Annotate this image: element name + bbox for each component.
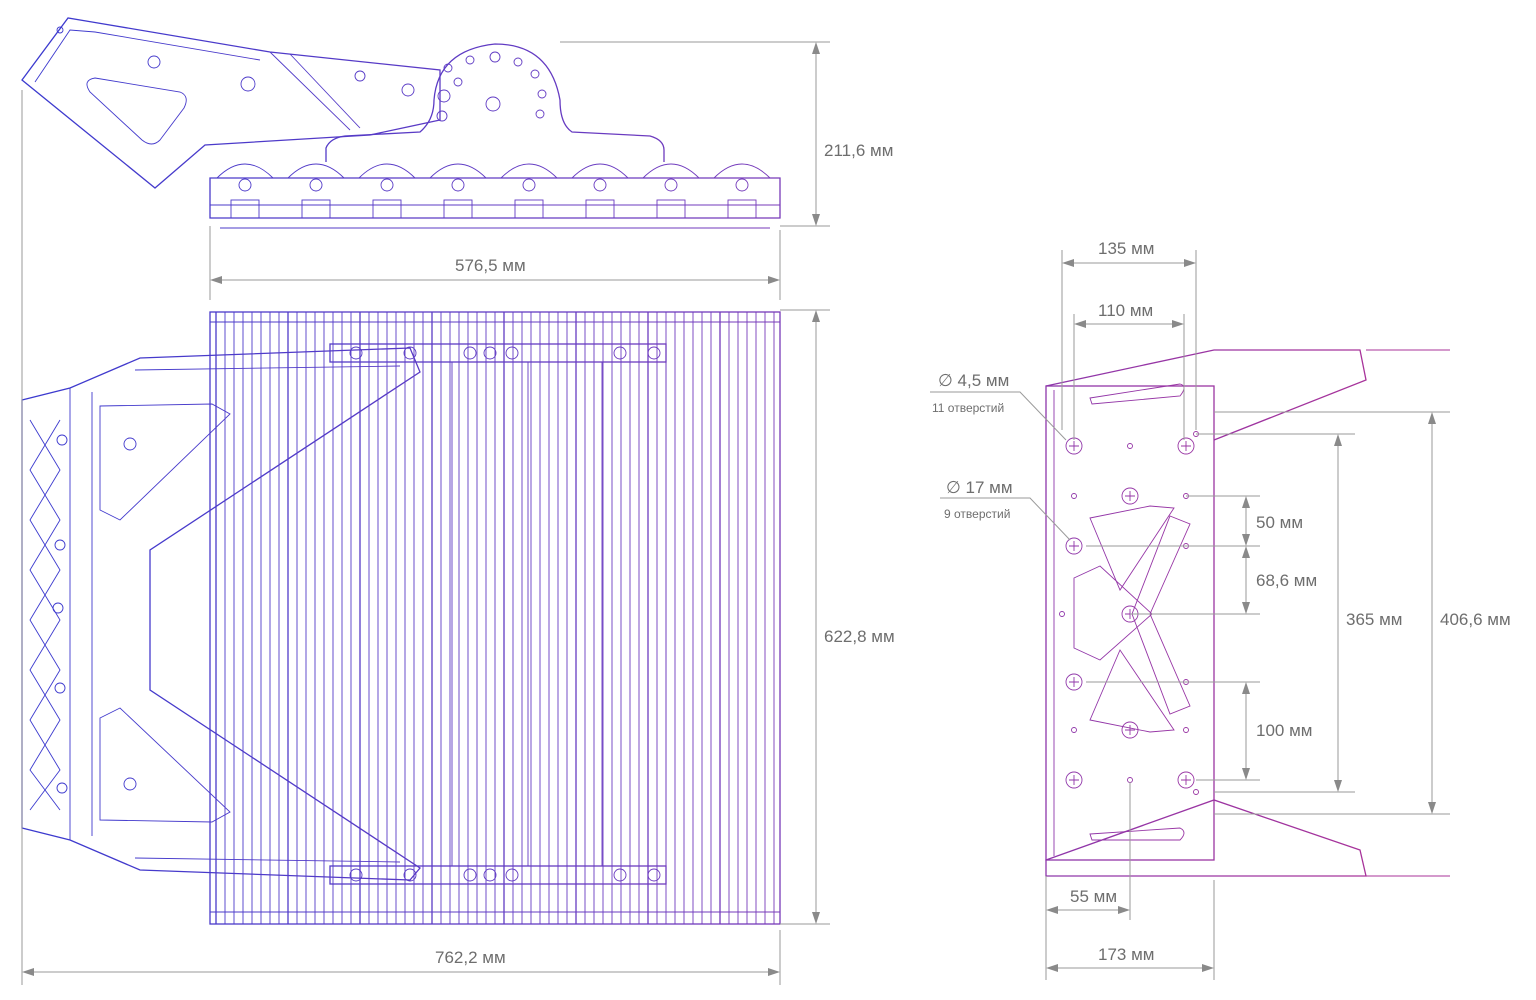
large-hole xyxy=(1065,673,1083,691)
profile-socket xyxy=(230,199,260,219)
profile-socket xyxy=(514,199,544,219)
fin-lines xyxy=(215,312,775,924)
note-large-hole-count: 9 отверстий xyxy=(944,507,1010,521)
large-hole-cross xyxy=(1181,775,1191,785)
dim-spacing-50: 50 мм xyxy=(1256,513,1303,532)
large-hole-cross xyxy=(1069,541,1079,551)
profile-socket xyxy=(443,199,473,219)
dim-total-width: 762,2 мм xyxy=(435,948,506,967)
clamp-rails xyxy=(329,343,667,885)
small-holes xyxy=(1059,431,1199,795)
rail-bolt-top xyxy=(463,346,477,360)
rail-bolt-bottom xyxy=(463,868,477,882)
large-hole xyxy=(1121,721,1139,739)
note-small-hole-count: 11 отверстий xyxy=(932,401,1004,415)
small-hole xyxy=(1193,789,1199,795)
dim-bracket-depth: 173 мм xyxy=(1098,945,1154,964)
profile-socket xyxy=(727,199,757,219)
small-hole xyxy=(1071,727,1077,733)
profile-arc xyxy=(216,163,274,179)
large-holes xyxy=(1065,437,1195,789)
profile-bolt xyxy=(664,178,678,192)
profile-bolt xyxy=(380,178,394,192)
profile-arc xyxy=(287,163,345,179)
top-mounting-arm xyxy=(21,17,441,189)
profile-arc xyxy=(571,163,629,179)
note-small-hole-diameter: ∅ 4,5 мм xyxy=(938,371,1009,390)
rail-bolt-bottom xyxy=(647,868,661,882)
dimension-lines xyxy=(21,41,1450,985)
rail-bolt-bottom xyxy=(483,868,497,882)
large-hole-cross xyxy=(1069,677,1079,687)
large-hole-cross xyxy=(1125,491,1135,501)
profile-arc xyxy=(713,163,771,179)
rail-bolt-top xyxy=(613,346,627,360)
large-hole xyxy=(1065,771,1083,789)
large-hole-cross xyxy=(1069,775,1079,785)
small-hole xyxy=(1059,611,1065,617)
profile-bolt xyxy=(735,178,749,192)
profile-arc xyxy=(429,163,487,179)
profile-segments xyxy=(216,163,771,219)
dim-hole-span-outer: 135 мм xyxy=(1098,239,1154,258)
small-hole xyxy=(1127,777,1133,783)
front-view xyxy=(21,17,781,925)
profile-arc xyxy=(500,163,558,179)
large-hole xyxy=(1065,537,1083,555)
profile-bolt xyxy=(593,178,607,192)
dimension-labels: 211,6 мм 576,5 мм 622,8 мм 762,2 мм 135 … xyxy=(435,141,1511,967)
dim-spacing-100: 100 мм xyxy=(1256,721,1312,740)
profile-socket xyxy=(656,199,686,219)
rail-bolt-top xyxy=(647,346,661,360)
small-hole xyxy=(1071,493,1077,499)
side-view xyxy=(1045,349,1450,877)
rail-bolt-top xyxy=(505,346,519,360)
rail-bolt-top xyxy=(403,346,417,360)
rail-bolt-bottom xyxy=(349,868,363,882)
small-hole xyxy=(1183,727,1189,733)
profile-arc xyxy=(642,163,700,179)
profile-socket xyxy=(372,199,402,219)
arm-bolts xyxy=(56,26,415,97)
dim-module-width: 576,5 мм xyxy=(455,256,526,275)
rail-bolt-top xyxy=(483,346,497,360)
large-hole-cross xyxy=(1069,441,1079,451)
large-hole xyxy=(1177,437,1195,455)
dim-spacing-365: 365 мм xyxy=(1346,610,1402,629)
profile-bolt xyxy=(238,178,252,192)
profile-bolt xyxy=(522,178,536,192)
large-hole xyxy=(1121,487,1139,505)
rail-bolt-bottom xyxy=(505,868,519,882)
dim-offset-55: 55 мм xyxy=(1070,887,1117,906)
fin-body xyxy=(209,311,781,925)
dim-spacing-406: 406,6 мм xyxy=(1440,610,1511,629)
side-yoke xyxy=(21,347,421,881)
dim-hole-span-inner: 110 мм xyxy=(1098,301,1153,320)
dim-module-height: 622,8 мм xyxy=(824,627,895,646)
large-hole-cross xyxy=(1125,725,1135,735)
profile-socket xyxy=(301,199,331,219)
yoke-truss xyxy=(29,419,68,811)
rail-bolt-bottom xyxy=(403,868,417,882)
large-hole-cross xyxy=(1181,441,1191,451)
rotary-plate xyxy=(325,43,665,162)
profile-bolt xyxy=(309,178,323,192)
small-hole xyxy=(1127,443,1133,449)
profile-socket xyxy=(585,199,615,219)
rail-bolt-top xyxy=(349,346,363,360)
rail-bolt-bottom xyxy=(613,868,627,882)
dim-bracket-height: 211,6 мм xyxy=(824,141,893,160)
dim-spacing-68: 68,6 мм xyxy=(1256,571,1317,590)
note-large-hole-diameter: ∅ 17 мм xyxy=(946,478,1013,497)
profile-bolt xyxy=(451,178,465,192)
heatsink-profile xyxy=(209,163,781,229)
profile-arc xyxy=(358,163,416,179)
large-hole xyxy=(1177,771,1195,789)
